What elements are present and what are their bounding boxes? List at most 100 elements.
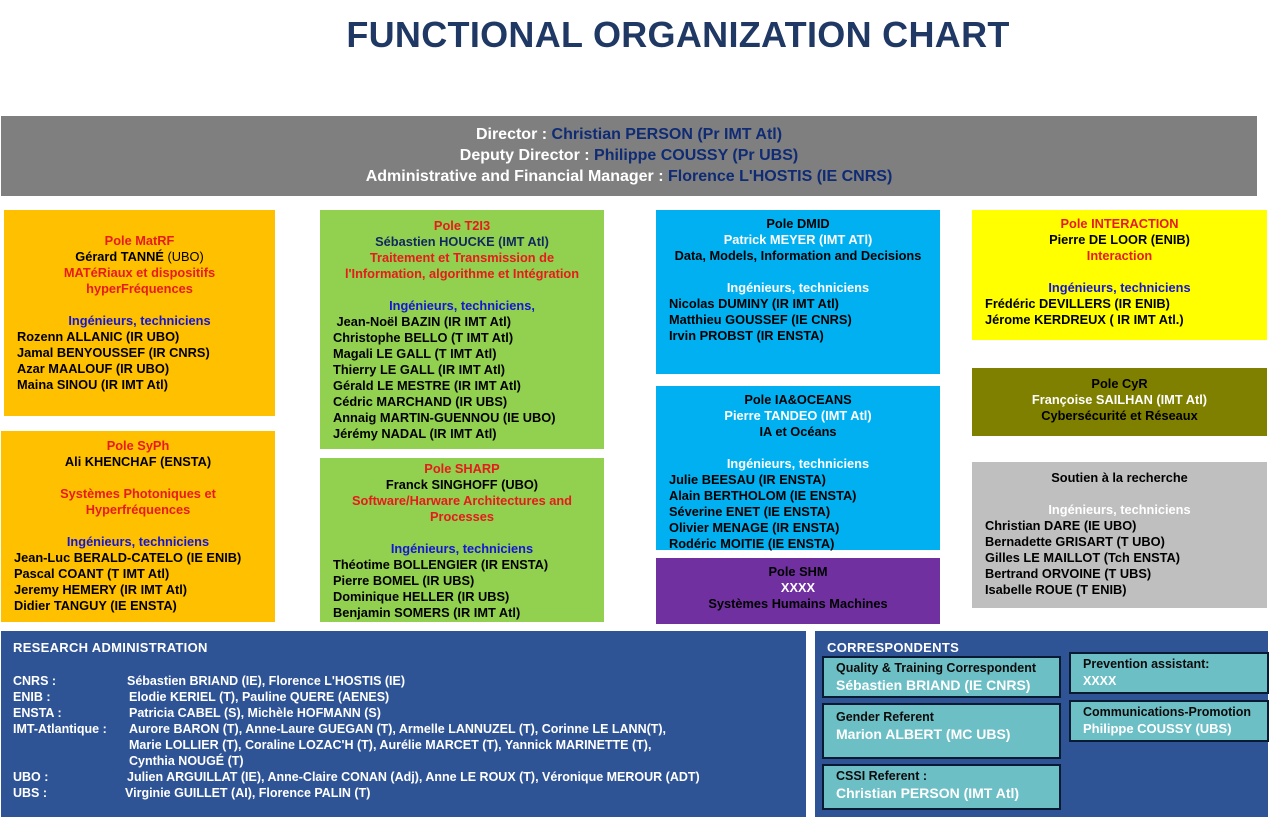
research-admin-row: UBO : Julien ARGUILLAT (IE), Anne-Claire… [13,769,806,785]
staff-member: Matthieu GOUSSEF (IE CNRS) [669,312,852,327]
pole-matrf-head-aff: (UBO) [167,249,204,264]
pole-iaoceans-theme: IA et Océans [759,424,837,439]
pole-shm-theme: Systèmes Humains Machines [708,596,888,611]
deputy-label: Deputy Director : [459,147,590,164]
staff-member: Jeremy HEMERY (IR IMT Atl) [14,582,188,597]
pole-dmid-staff-header: Ingénieurs, techniciens [726,280,870,295]
pole-interaction-staff-header: Ingénieurs, techniciens [1048,280,1191,295]
pole-syph-theme: Systèmes Photoniques et [60,486,216,501]
research-admin-names: Elodie KERIEL (T), Pauline QUERE (AENES) [129,690,390,704]
staff-member: Gilles LE MAILLOT (Tch ENSTA) [985,550,1181,565]
correspondent-role: Gender Referent [836,710,934,724]
staff-member: Cédric MARCHAND (IR UBS) [333,394,508,409]
research-admin-org: ENSTA : [13,706,62,720]
staff-member: Jérémy NADAL (IR IMT Atl) [333,426,497,441]
pole-sharp-name: Pole SHARP [424,461,500,476]
communications-card: Communications-Promotion Philippe COUSSY… [1069,700,1269,742]
staff-member: Pierre BOMEL (IR UBS) [333,573,475,588]
staff-member: Théotime BOLLENGIER (IR ENSTA) [333,557,549,572]
pole-dmid-name: Pole DMID [766,216,830,231]
research-admin-row: CNRS : Sébastien BRIAND (IE), Florence L… [13,673,806,689]
pole-iaoceans-staff-header: Ingénieurs, techniciens [726,456,870,471]
prevention-assistant-card: Prevention assistant: XXXX [1069,652,1269,694]
cssi-referent-card: CSSI Referent : Christian PERSON (IMT At… [822,764,1061,810]
deputy-line: Deputy Director : Philippe COUSSY (Pr UB… [1,145,1257,166]
pole-matrf-head-name: Gérard TANNÉ [75,249,164,264]
staff-member: Séverine ENET (IE ENSTA) [669,504,831,519]
staff-member: Bernadette GRISART (T UBO) [985,534,1165,549]
research-admin-row: ENIB : Elodie KERIEL (T), Pauline QUERE … [13,689,806,705]
pole-shm-name: Pole SHM [768,564,828,579]
pole-sharp-theme: Processes [429,509,495,524]
staff-member: Isabelle ROUE (T ENIB) [985,582,1127,597]
pole-dmid-staff: Nicolas DUMINY (IR IMT Atl) Matthieu GOU… [656,296,940,344]
correspondent-name: XXXX [1083,674,1117,688]
pole-dmid-box: Pole DMID Patrick MEYER (IMT ATl) Data, … [656,210,940,374]
staff-member: Christophe BELLO (T IMT Atl) [333,330,514,345]
correspondent-name: Marion ALBERT (MC UBS) [836,726,1011,742]
pole-syph-staff: Jean-Luc BERALD-CATELO (IE ENIB) Pascal … [1,550,275,614]
research-admin-names: Marie LOLLIER (T), Coraline LOZAC'H (T),… [129,738,652,752]
staff-member: Nicolas DUMINY (IR IMT Atl) [669,296,839,311]
staff-member: Dominique HELLER (IR UBS) [333,589,510,604]
admin-line: Administrative and Financial Manager : F… [1,166,1257,187]
pole-shm-head: XXXX [780,580,816,595]
staff-member: Frédéric DEVILLERS (IR ENIB) [985,296,1170,311]
research-admin-names: Julien ARGUILLAT (IE), Anne-Claire CONAN… [127,770,700,784]
correspondent-role: CSSI Referent : [836,769,927,783]
staff-member: Jean-Noël BAZIN (IR IMT Atl) [333,314,511,329]
research-admin-names: Patricia CABEL (S), Michèle HOFMANN (S) [129,706,381,720]
research-admin-panel: RESEARCH ADMINISTRATION CNRS : Sébastien… [1,631,806,817]
director-label: Director : [475,126,548,143]
pole-sharp-theme: Software/Harware Architectures and [352,493,572,508]
pole-sharp-box: Pole SHARP Franck SINGHOFF (UBO) Softwar… [320,458,604,622]
pole-dmid-theme: Data, Models, Information and Decisions [674,248,922,263]
staff-member: Christian DARE (IE UBO) [985,518,1137,533]
pole-matrf-name: Pole MatRF [104,233,175,248]
correspondent-name: Sébastien BRIAND (IE CNRS) [836,677,1031,693]
admin-name: Florence L'HOSTIS (IE CNRS) [668,168,893,185]
staff-member: Rozenn ALLANIC (IR UBO) [17,329,180,344]
research-admin-names: Sébastien BRIAND (IE), Florence L'HOSTIS… [127,674,406,688]
deputy-name: Philippe COUSSY (Pr UBS) [594,147,799,164]
pole-interaction-head: Pierre DE LOOR (ENIB) [1049,232,1190,247]
pole-cyr-theme: Cybersécurité et Réseaux [1041,408,1198,423]
page-title: FUNCTIONAL ORGANIZATION CHART [346,14,1010,55]
pole-matrf-theme: hyperFréquences [86,281,193,296]
staff-member: Azar MAALOUF (IR UBO) [17,361,170,376]
pole-t2i3-box: Pole T2I3 Sébastien HOUCKE (IMT Atl) Tra… [320,210,604,449]
pole-sharp-head: Franck SINGHOFF (UBO) [385,477,539,492]
staff-member: Didier TANGUY (IE ENSTA) [14,598,177,613]
staff-member: Pascal COANT (T IMT Atl) [14,566,170,581]
correspondent-role: Prevention assistant: [1083,657,1210,671]
correspondent-role: Quality & Training Correspondent [836,661,1037,675]
pole-matrf-head: Gérard TANNÉ (UBO) [4,249,275,265]
soutien-staff: Christian DARE (IE UBO) Bernadette GRISA… [972,518,1267,598]
pole-syph-head: Ali KHENCHAF (ENSTA) [64,454,212,469]
research-admin-row: IMT-Atlantique : Aurore BARON (T), Anne-… [13,721,806,769]
pole-dmid-head: Patrick MEYER (IMT ATl) [723,232,873,247]
research-admin-row: ENSTA : Patricia CABEL (S), Michèle HOFM… [13,705,806,721]
research-admin-title: RESEARCH ADMINISTRATION [13,640,208,655]
research-admin-org: CNRS : [13,674,57,688]
pole-iaoceans-staff: Julie BEESAU (IR ENSTA) Alain BERTHOLOM … [656,472,940,552]
pole-syph-name: Pole SyPh [106,438,170,453]
pole-cyr-name: Pole CyR [1091,376,1148,391]
staff-member: Alain BERTHOLOM (IE ENSTA) [669,488,857,503]
director-name: Christian PERSON (Pr IMT Atl) [551,126,783,143]
research-admin-names: Virginie GUILLET (AI), Florence PALIN (T… [125,786,371,800]
soutien-staff-header: Ingénieurs, techniciens [1048,502,1191,517]
pole-iaoceans-head: Pierre TANDEO (IMT Atl) [724,408,872,423]
staff-member: Bertrand ORVOINE (T UBS) [985,566,1152,581]
pole-interaction-box: Pole INTERACTION Pierre DE LOOR (ENIB) I… [972,210,1267,340]
research-admin-org: IMT-Atlantique : [13,722,107,736]
staff-member: Jérome KERDREUX ( IR IMT Atl.) [985,312,1184,327]
pole-iaoceans-name: Pole IA&OCEANS [744,392,852,407]
staff-member: Annaig MARTIN-GUENNOU (IE UBO) [333,410,556,425]
pole-matrf-staff-header: Ingénieurs, techniciens [68,313,211,328]
correspondent-name: Philippe COUSSY (UBS) [1083,721,1232,736]
pole-t2i3-theme: Traitement et Transmission de [369,250,555,265]
pole-sharp-staff-header: Ingénieurs, techniciens [390,541,534,556]
research-admin-names: Cynthia NOUGÉ (T) [129,754,244,768]
admin-label: Administrative and Financial Manager : [365,168,664,185]
